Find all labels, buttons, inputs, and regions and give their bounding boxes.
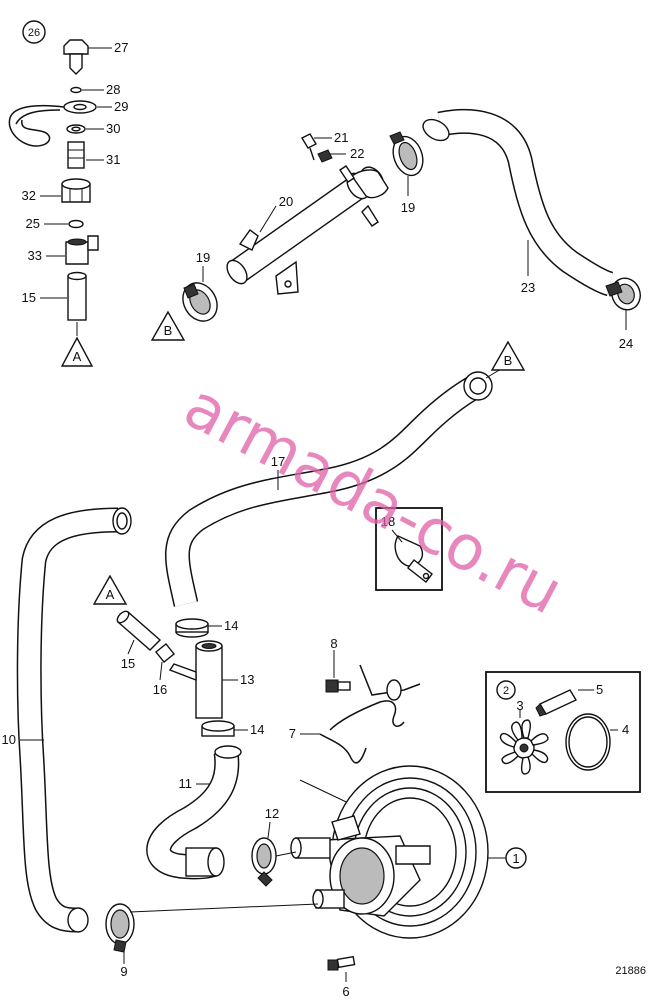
callout-13: 13	[240, 672, 254, 687]
ref-triangle-b-left: B	[150, 310, 186, 341]
callout-15-mid: 15	[121, 656, 135, 671]
callout-18: 18	[381, 514, 395, 529]
callout-3: 3	[516, 698, 523, 713]
hose-17	[165, 365, 507, 607]
bolt-and-pipe	[299, 650, 421, 819]
thermostat-pipe-assembly	[182, 108, 641, 330]
callout-21: 21	[334, 130, 348, 145]
callout-27: 27	[114, 40, 128, 55]
callout-24: 24	[619, 336, 633, 351]
middle-hose-fittings	[116, 610, 248, 737]
kit-marker-2: 2	[496, 680, 516, 700]
callout-31: 31	[106, 152, 120, 167]
callout-19-lower: 19	[196, 250, 210, 265]
ref-triangle-a-left: A	[92, 574, 128, 605]
sea-water-pump	[129, 765, 506, 982]
ref-b-label: B	[164, 323, 173, 338]
callout-28: 28	[106, 82, 120, 97]
svg-text:2: 2	[503, 685, 509, 697]
callout-8: 8	[330, 636, 337, 651]
callout-32: 32	[22, 188, 36, 203]
callout-33: 33	[28, 248, 42, 263]
ref-a-label: A	[106, 587, 115, 602]
drain-plug-assembly	[8, 39, 112, 336]
hose-11	[146, 745, 242, 880]
callout-9: 9	[120, 964, 127, 979]
callout-29: 29	[114, 99, 128, 114]
callout-16: 16	[153, 682, 167, 697]
callout-30: 30	[106, 121, 120, 136]
callout-19-upper: 19	[401, 200, 415, 215]
callout-7: 7	[289, 726, 296, 741]
callout-6: 6	[342, 984, 349, 999]
callout-12: 12	[265, 806, 279, 821]
hose-clamps	[105, 821, 277, 964]
callout-22: 22	[350, 146, 364, 161]
hose-10	[16, 507, 132, 933]
kit-marker-26: 26	[22, 20, 46, 44]
callout-23: 23	[521, 280, 535, 295]
callout-11: 11	[179, 776, 193, 791]
callout-1-circle	[505, 847, 527, 869]
clip-18-box	[375, 507, 443, 591]
callout-5: 5	[596, 682, 603, 697]
ref-triangle-b-right: B	[490, 340, 526, 371]
callout-14-upper: 14	[224, 618, 238, 633]
ref-triangle-a-top: A	[60, 336, 94, 367]
callout-15-top: 15	[22, 290, 36, 305]
figure-number: 21886	[615, 965, 646, 977]
callout-14-lower: 14	[250, 722, 264, 737]
ref-a-label: A	[73, 349, 82, 364]
svg-text:26: 26	[28, 27, 40, 39]
callout-20: 20	[279, 194, 293, 209]
ref-b-label: B	[504, 353, 513, 368]
callout-1: 1	[512, 851, 519, 866]
callout-10: 10	[2, 732, 16, 747]
callout-17: 17	[271, 454, 285, 469]
callout-4: 4	[622, 722, 629, 737]
callout-25: 25	[26, 216, 40, 231]
